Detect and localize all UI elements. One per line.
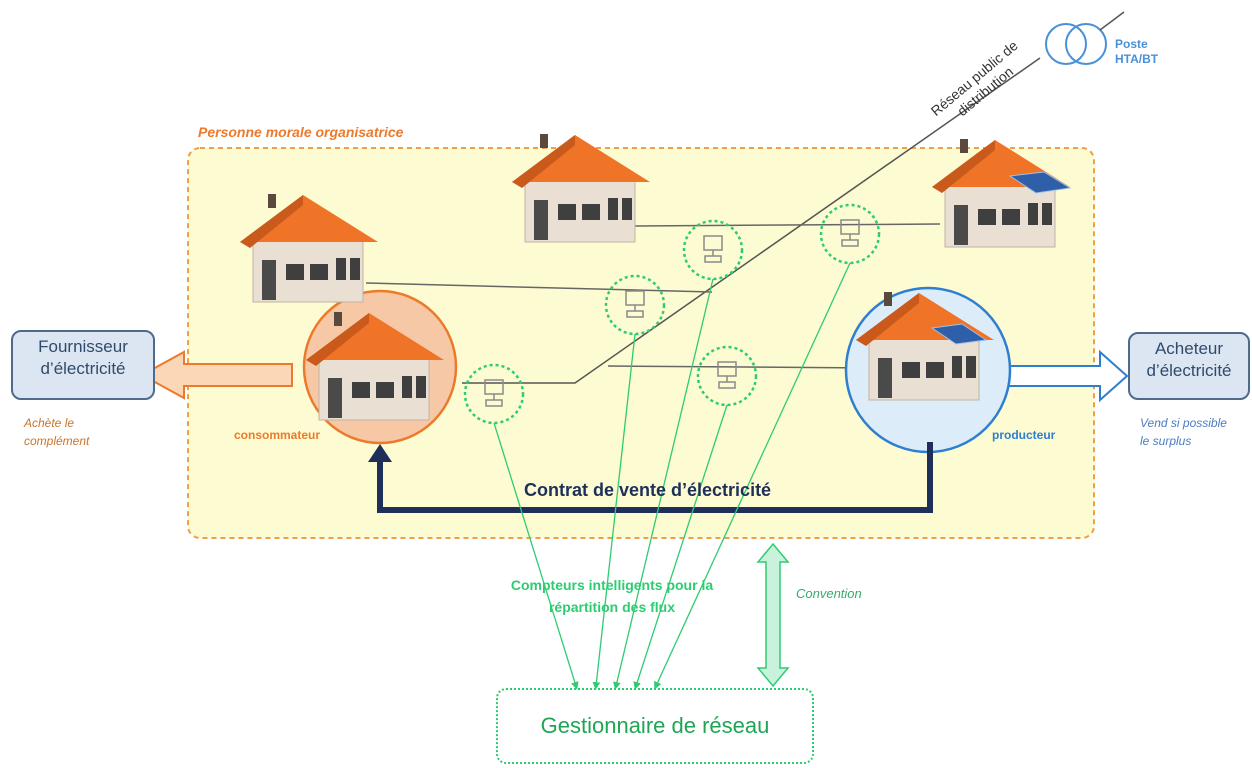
buyer-note: Vend si possible le surplus [1140,414,1252,450]
meters-label-line2: répartition des flux [548,599,676,615]
supplier-box: Fournisseur d’électricité [11,330,155,400]
transformer-label-line2: HTA/BT [1115,52,1159,66]
solar-house-icon [855,291,995,401]
supplier-note-line1: Achète le [24,416,75,430]
producer-label: producteur [992,428,1056,442]
supplier-label-line2: d’électricité [40,359,126,378]
buyer-box: Acheteur d’électricité [1128,332,1250,400]
organisation-area [187,147,1095,539]
convention-label: Convention [796,586,862,601]
consumer-label: consommateur [234,428,321,442]
contract-arrow-head [368,444,392,462]
supplier-label-line1: Fournisseur [38,337,128,356]
organisation-title: Personne morale organisatrice [198,124,404,140]
supply-arrow [139,350,293,400]
branch-line-house3 [629,223,941,227]
meters-label: Compteurs intelligents pour la répartiti… [478,574,746,618]
branch-line-producer [607,365,875,369]
network-line-top [1099,11,1125,31]
network-operator-box: Gestionnaire de réseau [496,688,814,764]
branch-line-house1 [365,282,713,293]
transformer-label: Poste HTA/BT [1115,37,1175,67]
sell-arrow [1003,349,1129,403]
supplier-note: Achète le complément [24,414,134,450]
meters-label-line1: Compteurs intelligents pour la [510,577,714,593]
contract-label: Contrat de vente d’électricité [524,480,772,500]
buyer-note-line1: Vend si possible [1140,416,1227,430]
transformer-label-line1: Poste [1115,37,1148,51]
convention-arrow [756,542,790,688]
buyer-label-line1: Acheteur [1154,339,1224,358]
buyer-note-line2: le surplus [1140,434,1192,448]
network-line-main [462,57,1041,384]
solar-house-icon [931,138,1072,248]
transformer-icon [1045,23,1107,65]
contract-arrow-line [377,442,933,513]
supplier-note-line2: complément [24,434,90,448]
buyer-label-line2: d’électricité [1146,361,1232,380]
network-operator-label: Gestionnaire de réseau [540,713,770,738]
meter-links [493,262,851,690]
